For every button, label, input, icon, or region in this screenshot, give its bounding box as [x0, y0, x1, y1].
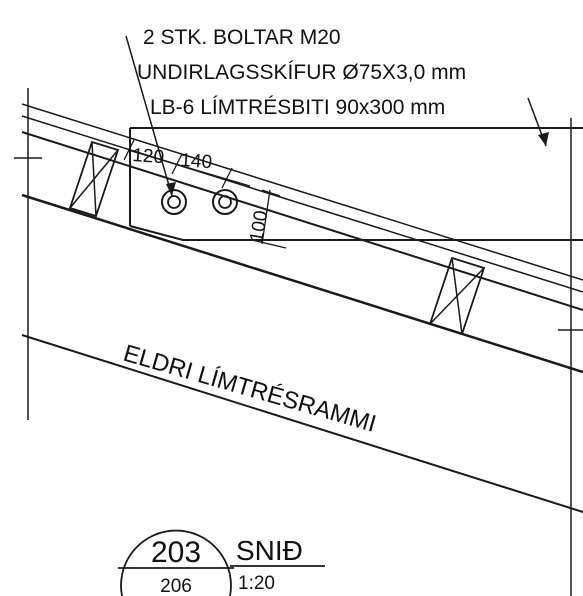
bolt-1	[161, 189, 187, 215]
washers-label: UNDIRLAGSSKÍFUR Ø75X3,0 mm	[137, 61, 466, 84]
bolt-2	[212, 189, 238, 215]
leader-bolts	[125, 35, 173, 197]
new-beam	[129, 127, 583, 241]
frame-label: ELDRI LÍMTRÉSRAMMI	[120, 340, 379, 438]
dim-100: 100	[246, 209, 272, 244]
existing-frame	[21, 131, 583, 513]
leader-bolts-arrow	[166, 182, 176, 196]
blocking-left	[68, 140, 120, 218]
section-sheet: 206	[160, 576, 192, 596]
leader-beam-arrow	[538, 132, 549, 146]
dim-120: 120	[132, 145, 165, 168]
dim-140: 140	[180, 150, 213, 173]
dimension-slope	[123, 139, 251, 189]
dimension-vertical	[251, 189, 287, 249]
beam-label: LB-6 LÍMTRÉSBITI 90x300 mm	[150, 96, 445, 119]
section-scale: 1:20	[238, 573, 275, 594]
bolts-label: 2 STK. BOLTAR M20	[143, 26, 341, 49]
section-number: 203	[151, 536, 201, 569]
rafter-strip	[21, 103, 583, 293]
section-marker	[118, 529, 325, 596]
blocking-right	[428, 256, 486, 336]
section-title: SNIÐ	[236, 535, 303, 566]
